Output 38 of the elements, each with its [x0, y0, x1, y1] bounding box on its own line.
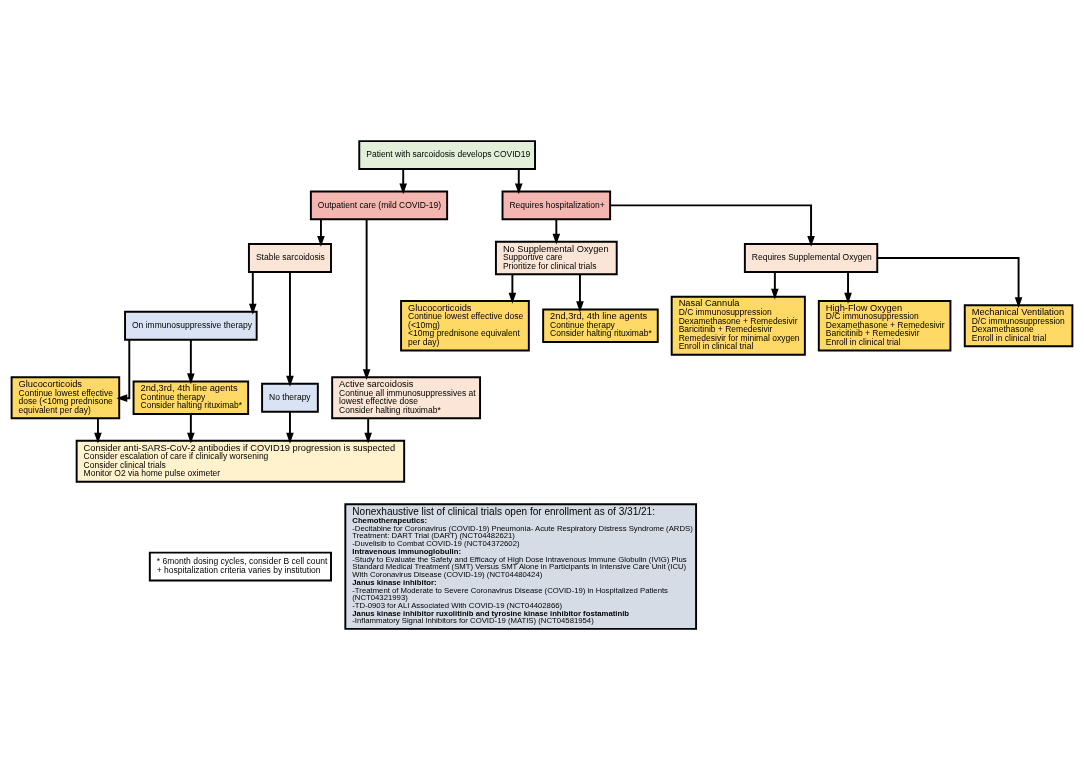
- node-box: Glucocorticoids Continue lowest effective dose (<10mg prednisone equivalent per day): [10, 376, 121, 420]
- arrow: [94, 417, 102, 444]
- node-box: Nasal Cannula D/C immunosuppression Dexamethasone + Remedesivir Baricitinib + Remedesivir Remedesivir for minimal oxygen Enroll in clinical trial: [670, 295, 806, 356]
- arrow: [362, 218, 371, 381]
- arrow: [399, 168, 407, 195]
- node-box: Active sarcoidosis Continue all immunosuppressives at lowest effective dose Consider halting rituximab*: [331, 376, 482, 420]
- arrow: [576, 273, 584, 313]
- node-box: Mechanical Ventilation D/C immunosuppression Dexamethasone Enroll in clinical trial: [963, 304, 1074, 348]
- arrow: [844, 271, 852, 304]
- node-box: Patient with sarcoidosis develops COVID19: [358, 140, 536, 170]
- arrow: [876, 257, 1023, 308]
- node-box: Nonexhaustive list of clinical trials open for enrollment as of 3/31/21: Chemotherapeutics: -Decitabine for Coronavirus (COVID-19) Pneumonia- Acute Respiratory Distress Syndrome (ARDS) Treatment: DART Trial (DART) (NCT04482621) -Duvelisib to Combat COVID-19 (NCT04372602) Intravenous immunoglobulin: -Study to Evaluate the Safety and Efficacy of High Dose Intravenous Immune Globulin (IVIG) Plus Standard Medical Treatment (SMT) Versus SMT Alone in Participants in Intensive Care Unit (ICU) With Coronavirus Disease (COVID-19) (NCT04480424) Janus kinase inhibitor: -Treatment of Moderate to Severe Coronavirus Disease (COVID-19) in Hospitalized Patients (NCT04321993) -TD-0903 for ALI Associated With COVID-19 (NCT04402866) Janus kinase inhibitor ruxolitinib and tyrosine kinase inhibitor fostamatinib -Inflammatory Signal Inhibitors for COVID-19 (MATIS) (NCT04581954): [344, 503, 698, 630]
- arrow: [187, 413, 195, 444]
- arrow: [771, 271, 779, 300]
- arrow: [514, 168, 523, 195]
- arrow: [317, 218, 325, 247]
- arrow: [364, 417, 372, 444]
- node-box: No therapy: [261, 382, 319, 413]
- arrow: [116, 338, 131, 402]
- node-box: * 6month dosing cycles, consider B cell count + hospitalization criteria varies by institution: [148, 551, 332, 582]
- node-box: 2nd,3rd, 4th line agents Continue therapy Consider halting rituximab*: [132, 380, 250, 415]
- node-box: Glucocorticoids Continue lowest effective dose (<10mg) <10mg prednisone equivalent per day): [400, 300, 530, 352]
- node-box: Requires hospitalization+: [501, 190, 612, 221]
- node-box: Stable sarcoidosis: [247, 243, 332, 273]
- arrow: [286, 410, 294, 444]
- node-box: Requires Supplemental Oxygen: [743, 243, 879, 273]
- arrow: [286, 271, 294, 387]
- node-box: No Supplemental Oxygen Supportive care Prioritize for clinical trials: [494, 240, 618, 276]
- arrow: [552, 218, 561, 245]
- arrow: [508, 273, 517, 304]
- node-box: On immunosuppressive therapy: [124, 310, 258, 341]
- node-box: Outpatient care (mild COVID-19): [309, 190, 449, 221]
- node-box: High-Flow Oxygen D/C immunosuppression Dexamethasone + Remedesivir Baricitinib + Remedesivir Enroll in clinical trial: [817, 300, 952, 352]
- arrow: [249, 271, 257, 315]
- arrow: [609, 204, 815, 247]
- node-box: Consider anti-SARS-CoV-2 antibodies if COVID19 progression is suspected Consider escalation of care if clinically worsening Consider clinical trials Monitor O2 via home pulse oximeter: [75, 439, 406, 483]
- node-box: 2nd,3rd, 4th line agents Continue therapy Consider halting rituximab*: [542, 308, 659, 343]
- arrow: [187, 339, 195, 385]
